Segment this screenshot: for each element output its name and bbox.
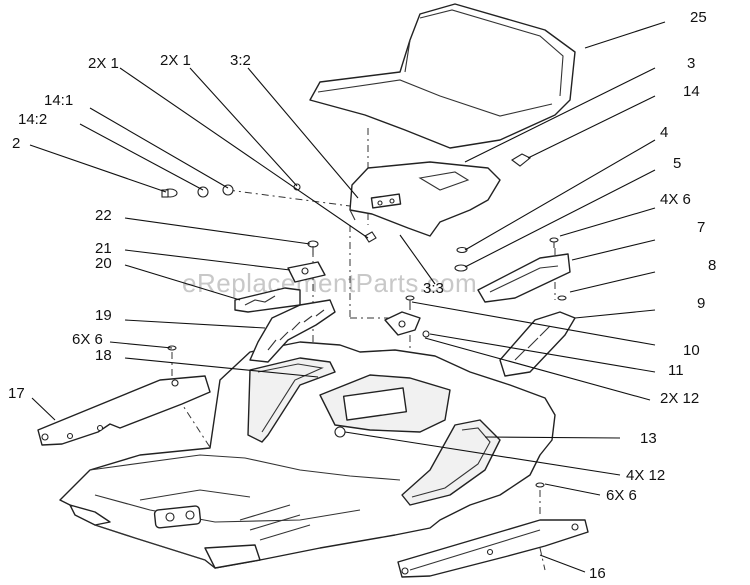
part-17-left-floor-plate [37, 375, 211, 446]
part-7-right-cover [477, 253, 571, 303]
part-9-right-fender-trim [499, 311, 576, 377]
small-hardware [161, 153, 567, 488]
part-3-seat-base [349, 161, 501, 237]
callout-leaders [29, 21, 666, 573]
callout-2x1-right: 2X 1 [160, 52, 191, 69]
callout-4x12: 4X 12 [626, 467, 665, 484]
callout-20: 20 [95, 255, 112, 272]
part-20-left-bracket [234, 287, 301, 313]
callout-4x6: 4X 6 [660, 191, 691, 208]
part-16-right-floor-plate [397, 519, 589, 578]
callout-21: 21 [95, 240, 112, 257]
part-fender-body-pan [59, 341, 556, 569]
callout-4: 4 [660, 124, 668, 141]
callout-3-2: 3:2 [230, 52, 251, 69]
callout-13: 13 [640, 430, 657, 447]
callout-18: 18 [95, 347, 112, 364]
callout-11: 11 [668, 362, 684, 379]
callout-9: 9 [697, 295, 705, 312]
callout-3: 3 [687, 55, 695, 72]
callout-19: 19 [95, 307, 112, 324]
callout-7: 7 [697, 219, 705, 236]
part-10-seat-bracket [384, 311, 421, 336]
callout-14-2: 14:2 [18, 111, 47, 128]
part-21-left-cap [287, 261, 326, 283]
callout-5: 5 [673, 155, 681, 172]
callout-25: 25 [690, 9, 707, 26]
callout-6x6-right: 6X 6 [606, 487, 637, 504]
callout-2x1-left: 2X 1 [88, 55, 119, 72]
callout-labels: 25 3 14 4 5 4X 6 7 8 9 10 11 2X 12 13 4X… [8, 9, 716, 582]
callout-14: 14 [683, 83, 700, 100]
part-22-screw [307, 240, 319, 255]
callout-22: 22 [95, 207, 112, 224]
callout-2x12: 2X 12 [660, 390, 699, 407]
callout-10: 10 [683, 342, 700, 359]
callout-16: 16 [589, 565, 606, 582]
callout-2: 2 [12, 135, 20, 152]
callout-3-3: 3:3 [423, 280, 444, 297]
part-19-left-fender-trim [249, 299, 336, 363]
callout-8: 8 [708, 257, 716, 274]
callout-17: 17 [8, 385, 25, 402]
callout-6x6-left: 6X 6 [72, 331, 103, 348]
callout-14-1: 14:1 [44, 92, 73, 109]
part-25-seat [309, 3, 576, 149]
